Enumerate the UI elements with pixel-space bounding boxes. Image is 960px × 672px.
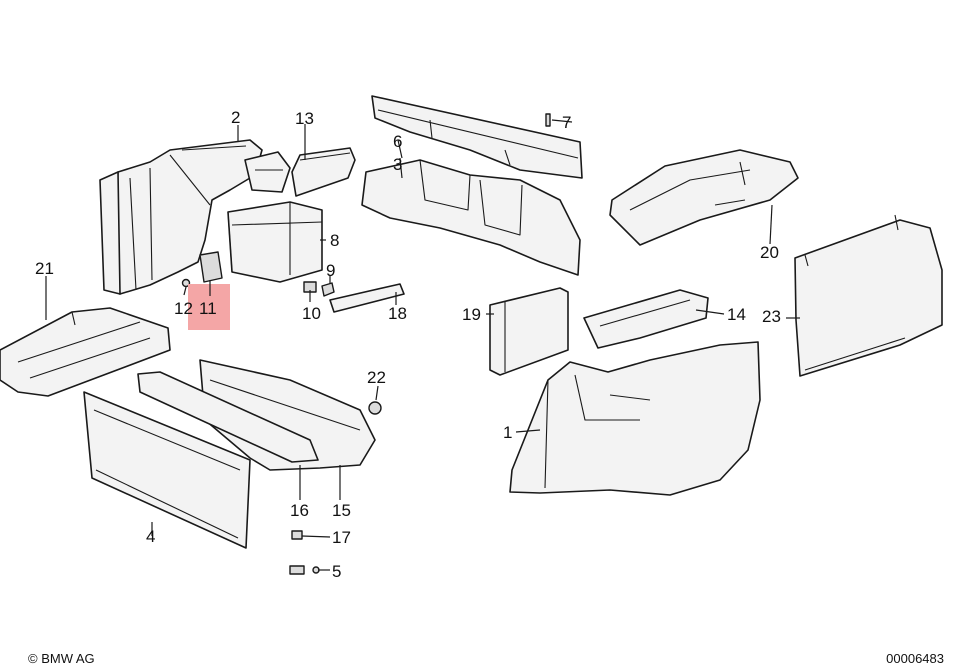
callout-20: 20 — [760, 243, 779, 262]
callout-2: 2 — [231, 108, 240, 127]
part-2-left-side-trim[interactable] — [99, 139, 291, 295]
part-4-floor-cover[interactable] — [83, 391, 251, 549]
part-6-rear-panel-trim[interactable] — [371, 95, 583, 179]
callout-16: 16 — [290, 501, 309, 520]
callout-19: 19 — [462, 305, 481, 324]
part-20-tray[interactable] — [609, 149, 799, 246]
part-5-screw[interactable] — [289, 565, 320, 575]
callout-15: 15 — [332, 501, 351, 520]
part-9-screw[interactable] — [321, 282, 335, 297]
callout-11: 11 — [199, 299, 217, 318]
callout-23: 23 — [762, 307, 781, 326]
part-8-storage-box[interactable] — [227, 201, 323, 283]
callout-10: 10 — [302, 304, 321, 323]
callout-14: 14 — [727, 305, 746, 324]
callout-18: 18 — [388, 304, 407, 323]
callout-4: 4 — [146, 527, 155, 546]
part-11-bracket[interactable] — [199, 251, 223, 283]
part-12-clip[interactable] — [181, 278, 191, 288]
leader-lines — [45, 119, 800, 571]
callout-21: 21 — [35, 259, 54, 278]
highlight-box-11 — [188, 284, 230, 330]
part-23-side-panel[interactable] — [794, 214, 943, 377]
part-21-floor-base[interactable] — [0, 307, 171, 397]
callout-7: 7 — [562, 113, 571, 132]
callout-13: 13 — [295, 109, 314, 128]
part-17-stud[interactable] — [291, 530, 303, 540]
callout-22: 22 — [367, 368, 386, 387]
part-13-trim-panel[interactable] — [291, 147, 356, 197]
callout-17: 17 — [332, 528, 351, 547]
callout-1: 1 — [503, 423, 512, 442]
part-7-bolt[interactable] — [545, 113, 551, 127]
callout-12: 12 — [174, 299, 193, 318]
diagram-id-text: 00006483 — [886, 651, 944, 666]
callout-5: 5 — [332, 562, 341, 581]
callout-3: 3 — [393, 155, 402, 174]
callout-9: 9 — [326, 261, 335, 280]
part-14-small-tray[interactable] — [583, 289, 709, 349]
callout-labels: 2 13 6 3 7 8 9 10 18 21 12 11 19 14 23 2… — [35, 108, 781, 581]
part-19-cover[interactable] — [489, 287, 569, 376]
part-3-rear-panel-lower-trim[interactable] — [361, 159, 581, 276]
part-22-push-clip[interactable] — [368, 401, 382, 415]
part-1-right-side-trim[interactable] — [509, 341, 761, 496]
callout-8: 8 — [330, 231, 339, 250]
copyright-text: © BMW AG — [28, 651, 95, 666]
part-18-strip[interactable] — [329, 283, 405, 313]
callout-6: 6 — [393, 132, 402, 151]
part-16-rail[interactable] — [137, 371, 319, 463]
